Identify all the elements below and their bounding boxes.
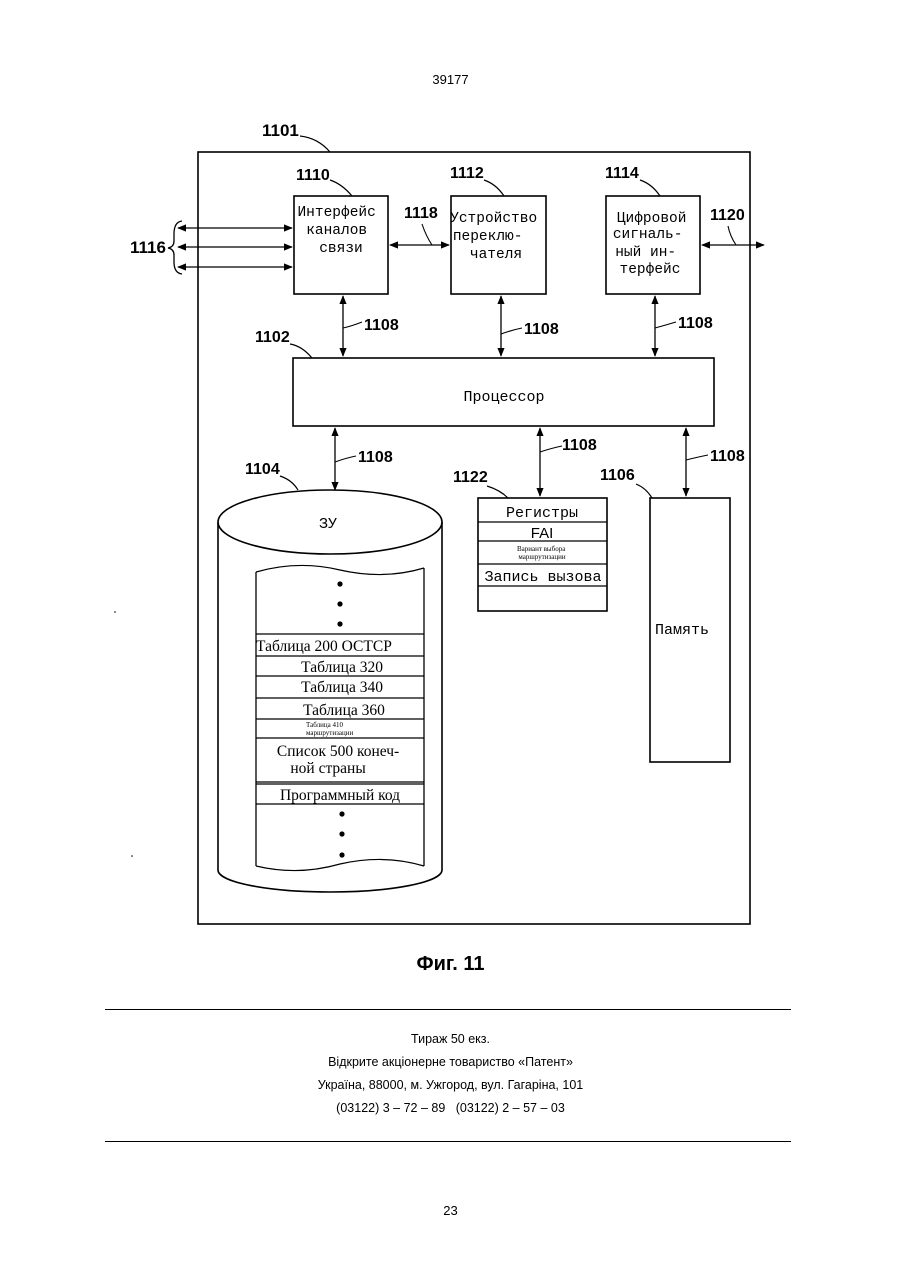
bus-channel-leader <box>343 322 362 328</box>
digital-interface-line-1: Цифровой <box>617 210 687 227</box>
registers-row-fai: FAI <box>531 525 554 542</box>
storage-row-routing-2: маршрутизации <box>306 729 353 737</box>
svg-text:Таблица 320 Таблица 340: Таблица 320 Таблица 340 Таблица 360 <box>301 659 387 719</box>
page-number-bottom: 23 <box>0 1203 901 1218</box>
registers-row-route-choice-1: Вариант выбора <box>517 545 566 553</box>
imprint-line-3: Україна, 88000, м. Ужгород, вул. Гагарін… <box>0 1078 901 1092</box>
memory-leader <box>636 484 652 498</box>
channels-ref: 1116 <box>130 238 166 257</box>
switch-device-line-1: Устройство <box>450 210 537 227</box>
channel-interface-line-2: каналов <box>306 223 367 239</box>
storage-dot-3 <box>337 621 342 626</box>
storage-label: ЗУ <box>319 516 337 533</box>
scan-speck <box>114 611 116 613</box>
bus-storage-leader <box>335 456 356 462</box>
storage-row-country-list-1: Список 500 конеч- <box>277 743 399 760</box>
link-switch-ref: 1118 <box>404 205 438 222</box>
link-switch-leader <box>422 224 432 245</box>
storage-ref: 1104 <box>245 461 280 478</box>
storage-row-table-360: Таблица 360 <box>303 702 385 719</box>
figure-caption: Фиг. 11 <box>0 953 901 976</box>
memory-label: Память <box>655 622 709 639</box>
channel-interface-line-1: Интерфейс <box>297 204 375 221</box>
bus-memory-leader <box>686 455 708 460</box>
channel-interface-ref: 1110 <box>296 167 330 184</box>
storage-dot-6 <box>339 852 344 857</box>
imprint-line-2: Відкрите акціонерне товариство «Патент» <box>0 1055 901 1069</box>
bus-registers-leader <box>540 446 562 452</box>
system-ref-label: 1101 <box>262 121 299 140</box>
registers-ref: 1122 <box>453 469 488 486</box>
bus-ref-6: 1108 <box>710 448 745 465</box>
digital-out-leader <box>728 226 736 245</box>
storage-dot-1 <box>337 581 342 586</box>
storage-dot-5 <box>339 831 344 836</box>
switch-device-ref: 1112 <box>450 165 484 182</box>
imprint-line-4: (03122) 3 – 72 – 89 (03122) 2 – 57 – 03 <box>0 1101 901 1115</box>
bus-digital-leader <box>655 322 676 328</box>
block-diagram: 1101 1110 Интерфейс каналов связи 1116 1… <box>0 0 901 1000</box>
bus-ref-1: 1108 <box>364 317 399 334</box>
registers-title: Регистры <box>506 505 578 522</box>
digital-interface-ref: 1114 <box>605 165 639 182</box>
digital-interface-leader <box>640 180 660 196</box>
registers-row-call-record: Запись вызова <box>484 569 601 586</box>
system-ref-leader <box>300 136 330 152</box>
storage-row-routing-1: Таблица 410 <box>306 721 343 729</box>
storage-row-table-340: Таблица 340 <box>301 679 383 696</box>
imprint-line-1: Тираж 50 екз. <box>0 1032 901 1046</box>
storage-row-country-list-2: ной страны <box>290 760 366 777</box>
registers-row-route-choice-2: маршрутизации <box>518 553 565 561</box>
storage-dot-2 <box>337 601 342 606</box>
storage-row-table-320: Таблица 320 <box>301 659 383 676</box>
digital-interface-line-4: терфейс <box>620 261 681 278</box>
processor-ref: 1102 <box>255 329 290 346</box>
registers-leader <box>487 486 508 498</box>
switch-device-line-2: переклю- <box>453 229 523 245</box>
scan-speck <box>131 855 133 857</box>
storage-row-program-code: Программный код <box>280 787 400 804</box>
processor-leader <box>290 344 312 358</box>
svg-text:Вариант выбора маршрутизац: Вариант выбора маршрутизации <box>517 545 567 561</box>
channel-interface-leader <box>330 180 352 196</box>
bus-ref-3: 1108 <box>678 315 713 332</box>
svg-text:Таблица 200 ОСТСР: Таблица 200 ОСТСР <box>256 638 392 655</box>
imprint-bottom-rule <box>105 1141 791 1142</box>
storage-leader <box>280 476 298 490</box>
memory-ref: 1106 <box>600 467 635 484</box>
digital-interface-line-2: сигналь- <box>613 227 683 243</box>
bus-ref-4: 1108 <box>358 449 393 466</box>
digital-out-ref: 1120 <box>710 207 745 224</box>
switch-device-line-3: чателя <box>470 247 522 263</box>
switch-device-leader <box>484 180 504 196</box>
processor-label: Процессор <box>463 389 544 406</box>
bus-ref-2: 1108 <box>524 321 559 338</box>
channel-interface-line-3: связи <box>319 241 363 257</box>
imprint-top-rule <box>105 1009 791 1010</box>
storage-row-ostsr: Таблица 200 ОСТСР <box>256 638 392 655</box>
bus-ref-5: 1108 <box>562 437 597 454</box>
digital-interface-line-3: ный ин- <box>615 244 676 261</box>
storage-dot-4 <box>339 811 344 816</box>
bus-switch-leader <box>501 328 522 334</box>
